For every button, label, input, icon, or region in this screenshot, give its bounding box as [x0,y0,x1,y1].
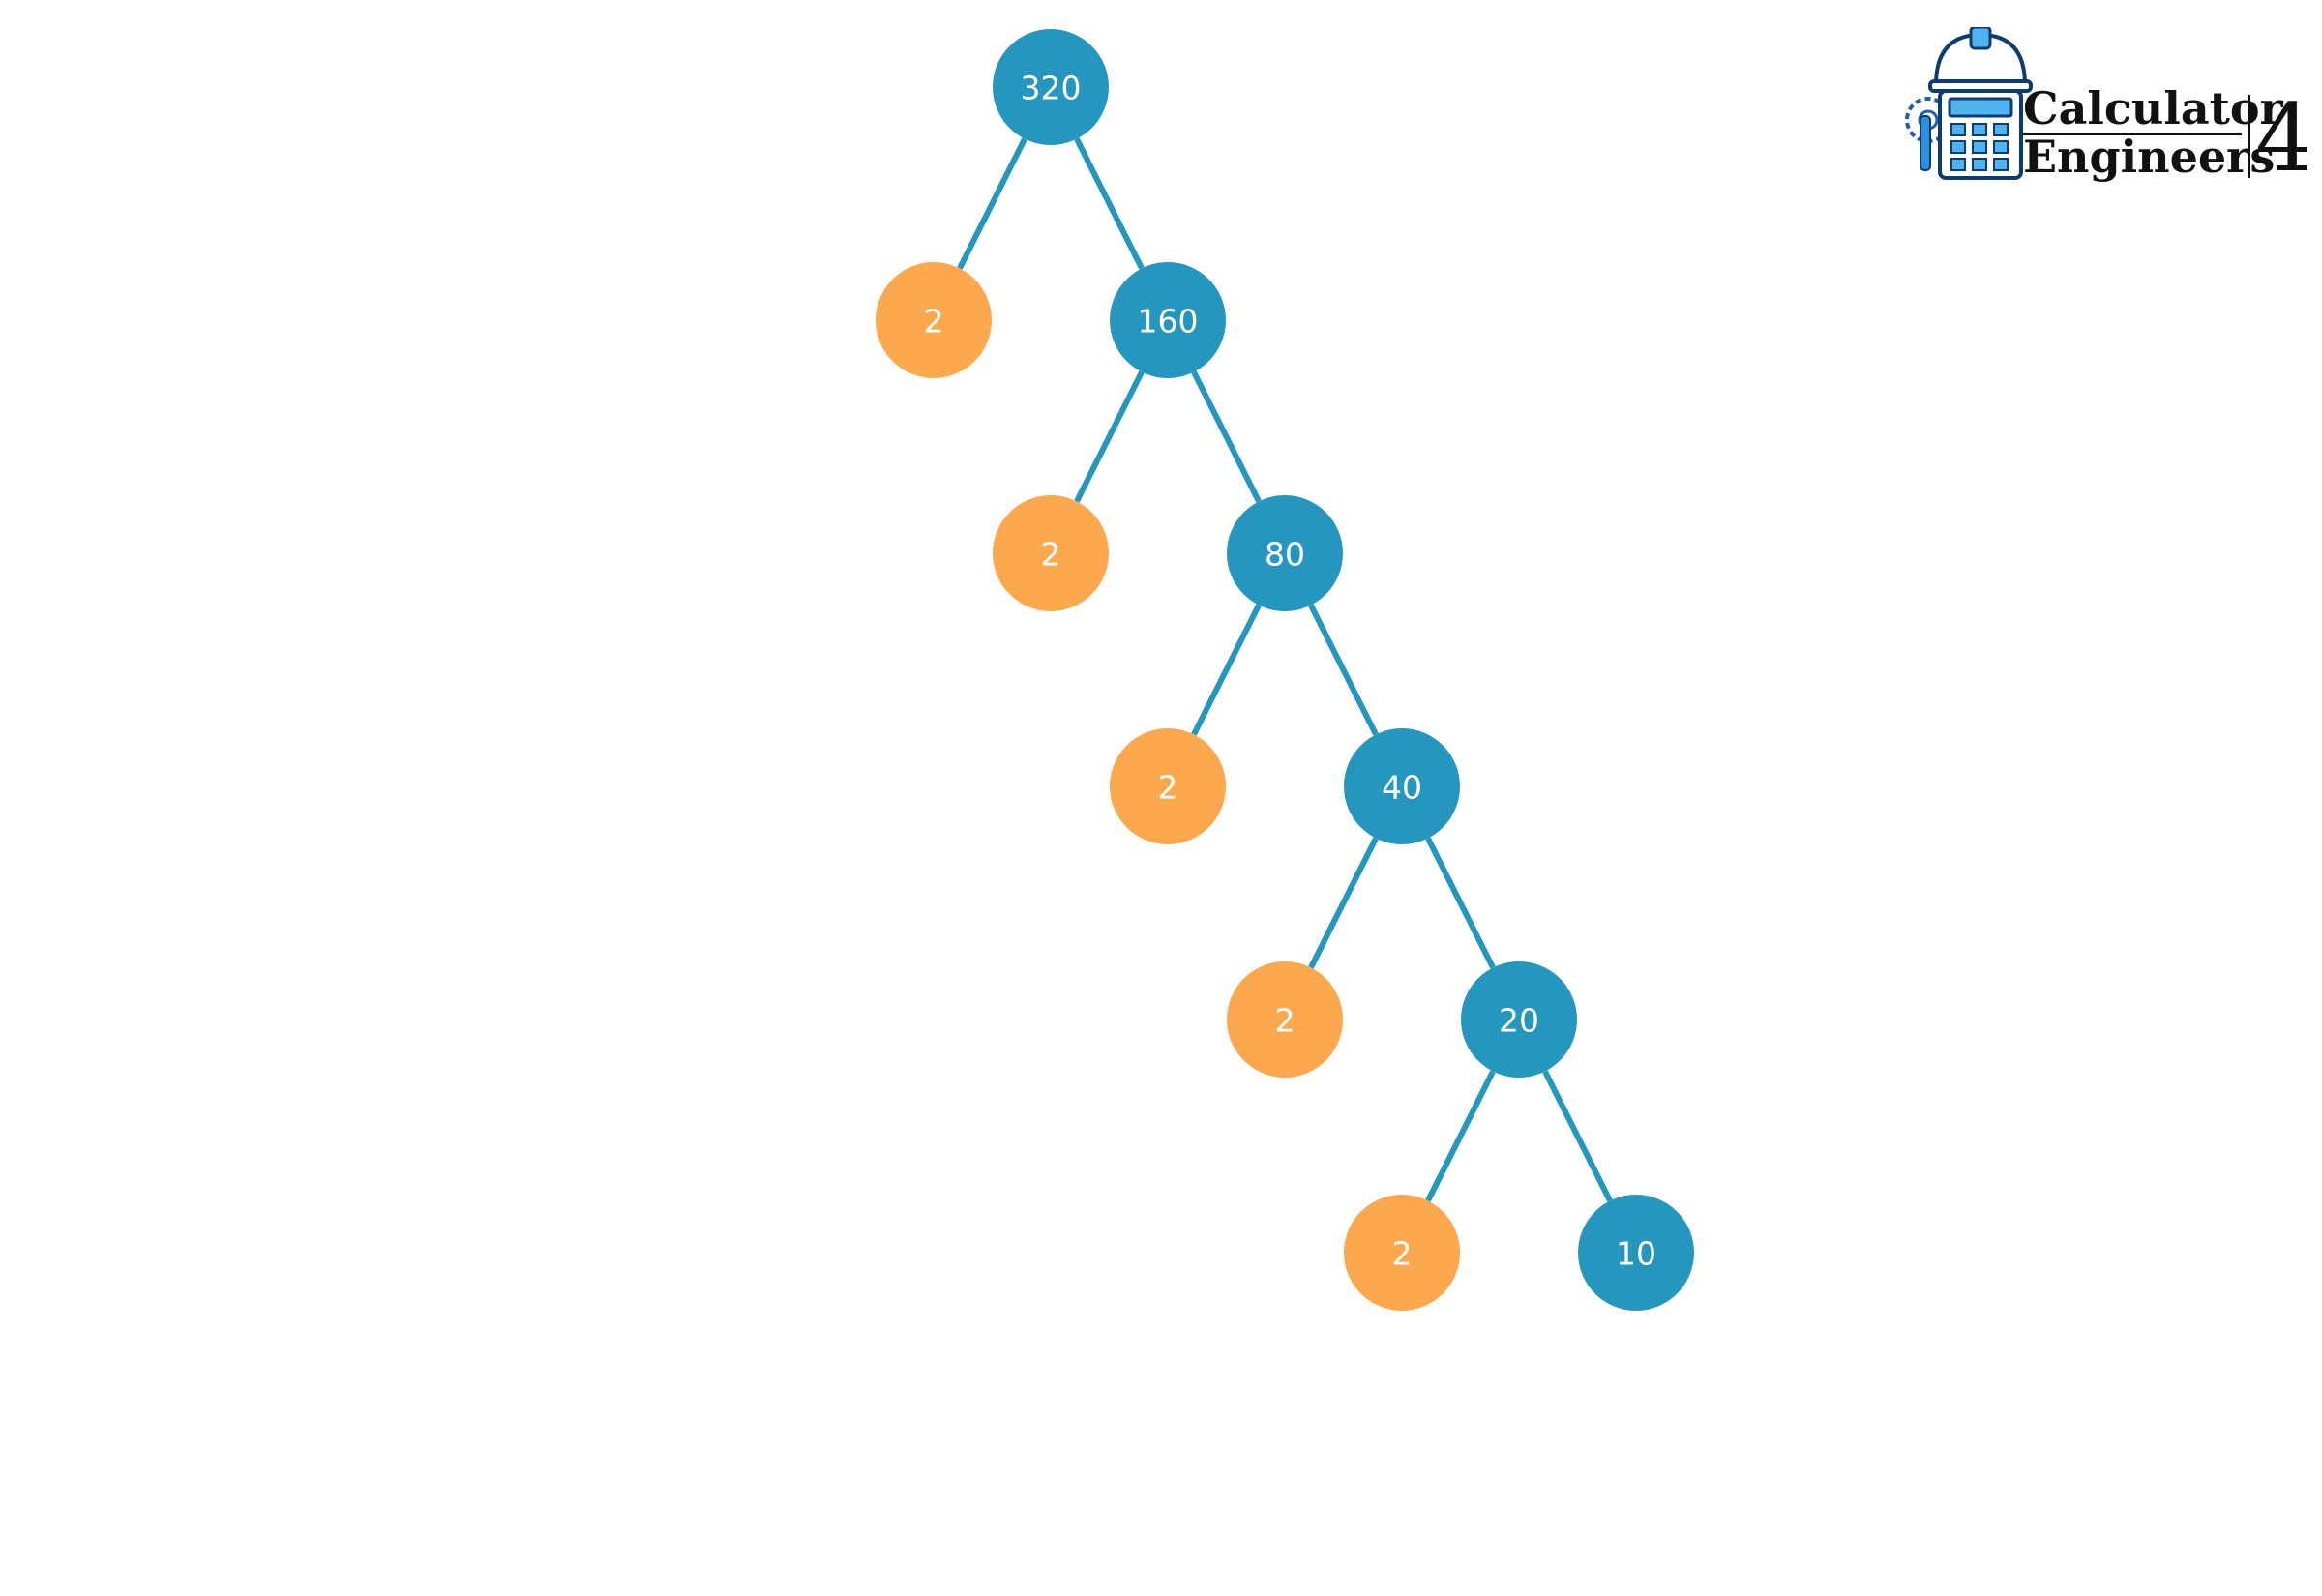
node-circle [993,495,1109,611]
node-label: 20 [1499,1002,1539,1040]
node-label: 2 [1392,1235,1413,1273]
node-circle [1578,1195,1694,1311]
node-circle [1110,262,1226,378]
node-circle [1110,728,1226,844]
node-circle [1344,1195,1460,1311]
tree-edge-n160-p2 [1074,370,1145,503]
tree-edge-n80-n40 [1308,604,1379,736]
tree-edge-n80-p3 [1191,604,1262,736]
node-label: 2 [924,303,944,340]
node-label: 2 [1275,1002,1295,1040]
prime-factor-node-p3: 2 [1110,728,1226,844]
logo-suffix: 4 [2255,84,2307,192]
composite-node-n80: 80 [1227,495,1343,611]
node-circle [876,262,992,378]
logo-line2: Engineers [2023,131,2275,183]
tree-edge-n160-n80 [1191,370,1262,503]
prime-factor-node-p4: 2 [1227,961,1343,1078]
node-circle [1227,495,1343,611]
node-circle [993,29,1109,145]
node-label: 40 [1382,769,1422,807]
tree-edge-n320-p1 [957,137,1027,270]
tree-edge-n40-n20 [1425,837,1496,969]
node-label: 2 [1158,769,1178,807]
prime-factor-node-p1: 2 [876,262,992,378]
composite-node-n20: 20 [1461,961,1577,1078]
node-label: 160 [1138,303,1199,340]
node-circle [1344,728,1460,844]
node-label: 320 [1021,70,1082,107]
tree-edge-n20-n10 [1542,1070,1613,1202]
tree-edge-n20-p5 [1425,1070,1496,1202]
composite-node-n320: 320 [993,29,1109,145]
node-circle [1461,961,1577,1078]
calculator-hardhat-icon [1905,27,2033,180]
composite-node-n10: 10 [1578,1195,1694,1311]
tree-edge-n320-n160 [1074,137,1145,270]
logo-line1: Calculator [2023,82,2284,134]
node-label: 80 [1265,536,1305,574]
tree-edge-n40-p4 [1308,837,1379,969]
node-circle [1227,961,1343,1078]
node-label: 2 [1041,536,1061,574]
composite-node-n40: 40 [1344,728,1460,844]
prime-factor-node-p2: 2 [993,495,1109,611]
node-label: 10 [1616,1235,1656,1273]
composite-node-n160: 160 [1110,262,1226,378]
calculator4engineers-logo: Calculator Engineers 4 [1905,27,2307,192]
prime-factor-node-p5: 2 [1344,1195,1460,1311]
